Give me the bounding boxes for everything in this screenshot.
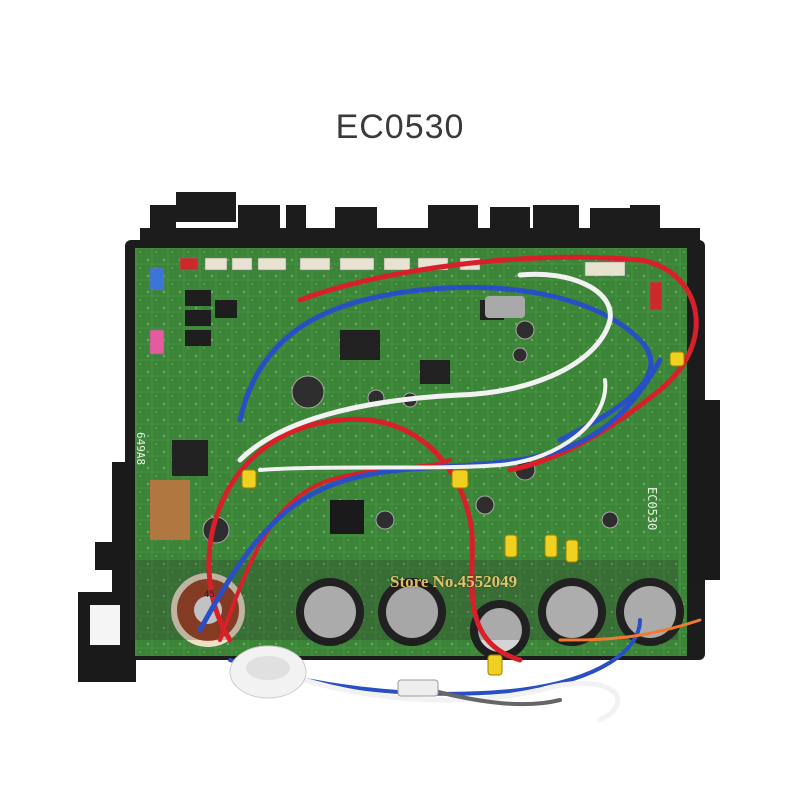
white-plug (397, 679, 439, 697)
yellow-terminals (241, 351, 685, 676)
core-label: 45 (204, 590, 215, 600)
relays (185, 290, 237, 346)
ics (172, 300, 504, 534)
board-side-label: EC0530 (645, 487, 659, 531)
product-title: EC0530 (335, 108, 465, 146)
transformer (150, 480, 190, 540)
store-watermark: Store No.4552049 (390, 572, 518, 591)
gray-connector (485, 296, 525, 318)
top-connectors (149, 257, 663, 355)
large-capacitors (296, 578, 684, 660)
chassis-top-tabs (140, 192, 700, 250)
wire-harness (197, 254, 702, 723)
board-part-label: 649A8 (134, 432, 147, 466)
